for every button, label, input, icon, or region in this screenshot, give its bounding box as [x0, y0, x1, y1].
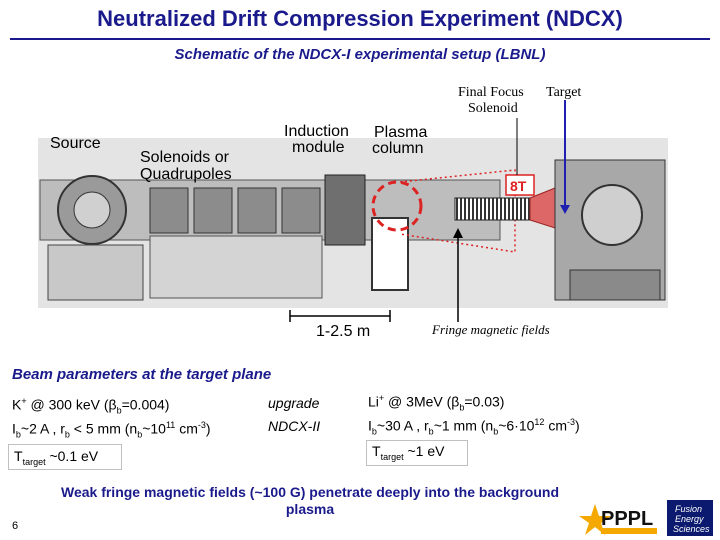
induction-module: [324, 174, 366, 246]
solenoid-4: [281, 187, 321, 234]
right-target-temp: Ttarget ~1 eV: [372, 443, 444, 462]
pppl-fes-logo: PPPL Fusion Energy Sciences: [575, 498, 715, 538]
label-plasma: Plasma: [374, 124, 427, 141]
beam-parameters-header: Beam parameters at the target plane: [12, 366, 272, 383]
left-n-sub: b: [137, 429, 143, 440]
left-t-sym: T: [14, 448, 23, 464]
left-current-radius: Ib~2 A , rb < 5 mm (nb~1011 cm-3): [12, 420, 211, 439]
right-r-sub: b: [428, 426, 434, 437]
label-module: module: [292, 139, 345, 156]
left-target-temp: Ttarget ~0.1 eV: [14, 448, 98, 467]
right-t-sym: T: [372, 443, 381, 459]
page-number: 6: [12, 520, 19, 532]
label-induction: Induction: [284, 123, 349, 140]
left-target-box: [8, 444, 122, 470]
right-i-sub: b: [371, 426, 377, 437]
right-energy-end: =0.03): [464, 393, 505, 410]
label-target: Target: [546, 85, 581, 100]
right-n-val: ~6·10: [498, 417, 535, 434]
left-energy: @ 300 keV (β: [26, 396, 117, 413]
slide-subtitle: Schematic of the NDCX-I experimental set…: [174, 46, 546, 63]
pppl-text: PPPL: [601, 508, 653, 530]
left-n-exp: 11: [165, 420, 176, 430]
left-n-close: ): [205, 420, 211, 437]
label-solenoids-or: Solenoids or: [140, 149, 230, 166]
plasma-source-highlight: [371, 180, 423, 232]
star-icon: [579, 504, 611, 535]
right-ion-energy: Li+ @ 3MeV (βb=0.03): [368, 393, 504, 412]
label-source: Source: [50, 135, 101, 152]
right-n-unit-exp: -3: [567, 417, 576, 427]
right-n-exp: 12: [534, 417, 545, 427]
title-rule: [10, 38, 710, 40]
fes-line2: Energy: [675, 514, 704, 524]
left-ion-charge: +: [21, 396, 27, 406]
left-t-val: ~0.1 eV: [45, 448, 99, 464]
left-i-val: ~2 A , r: [20, 420, 65, 437]
left-n-unit: cm: [175, 420, 198, 437]
label-column: column: [372, 140, 424, 157]
fes-line1: Fusion: [675, 504, 702, 514]
label-field-strength: 8T: [510, 178, 527, 194]
label-quadrupoles: Quadrupoles: [140, 166, 232, 183]
final-focus-solenoid: [454, 197, 531, 221]
label-final-focus: Final Focus: [458, 85, 524, 100]
solenoid-1: [149, 187, 189, 234]
label-solenoid: Solenoid: [468, 101, 518, 116]
right-ion-charge: +: [378, 393, 385, 403]
field-label-box: [505, 174, 535, 196]
right-current-radius: Ib~30 A , rb~1 mm (nb~6·1012 cm-3): [368, 417, 580, 436]
left-energy-end: =0.004): [121, 396, 170, 413]
right-i-sym: I: [368, 417, 372, 434]
left-ion: K: [12, 396, 22, 413]
label-fringe-fields: Fringe magnetic fields: [431, 322, 550, 337]
left-energy-sub: b: [116, 405, 122, 416]
left-n-val: ~10: [142, 420, 166, 437]
left-t-sub: target: [22, 456, 46, 467]
left-r-sub: b: [64, 429, 70, 440]
right-t-sub: target: [380, 451, 404, 462]
fes-badge: [667, 500, 713, 536]
right-i-val: ~30 A , r: [376, 417, 429, 434]
right-n-close: ): [575, 417, 580, 434]
left-n-unit-exp: -3: [197, 420, 206, 430]
solenoid-3: [237, 187, 277, 234]
right-energy-sub: b: [459, 402, 465, 413]
source-stand: [47, 244, 144, 301]
right-target-box: [366, 440, 468, 466]
solenoid-2: [193, 187, 233, 234]
right-r-val: ~1 mm (n: [433, 417, 494, 434]
right-n-unit: cm: [544, 417, 567, 434]
right-n-sub: b: [493, 426, 499, 437]
left-i-sub: b: [15, 429, 21, 440]
left-r-val: < 5 mm (n: [69, 420, 138, 437]
support-frame: [149, 235, 323, 299]
fringe-note: Weak fringe magnetic fields (~100 G) pen…: [60, 484, 560, 517]
right-energy: @ 3MeV (β: [384, 393, 460, 410]
left-i-sym: I: [12, 420, 16, 437]
page-title: Neutralized Drift Compression Experiment…: [97, 6, 623, 31]
label-scale: 1-2.5 m: [316, 323, 370, 340]
right-t-val: ~1 eV: [403, 443, 445, 459]
upgrade-label: upgrade: [268, 395, 320, 411]
upgrade-name: NDCX-II: [268, 418, 321, 434]
left-ion-energy: K+ @ 300 keV (βb=0.004): [12, 396, 169, 415]
right-ion: Li: [368, 393, 379, 410]
fes-line3: Sciences: [673, 524, 710, 534]
